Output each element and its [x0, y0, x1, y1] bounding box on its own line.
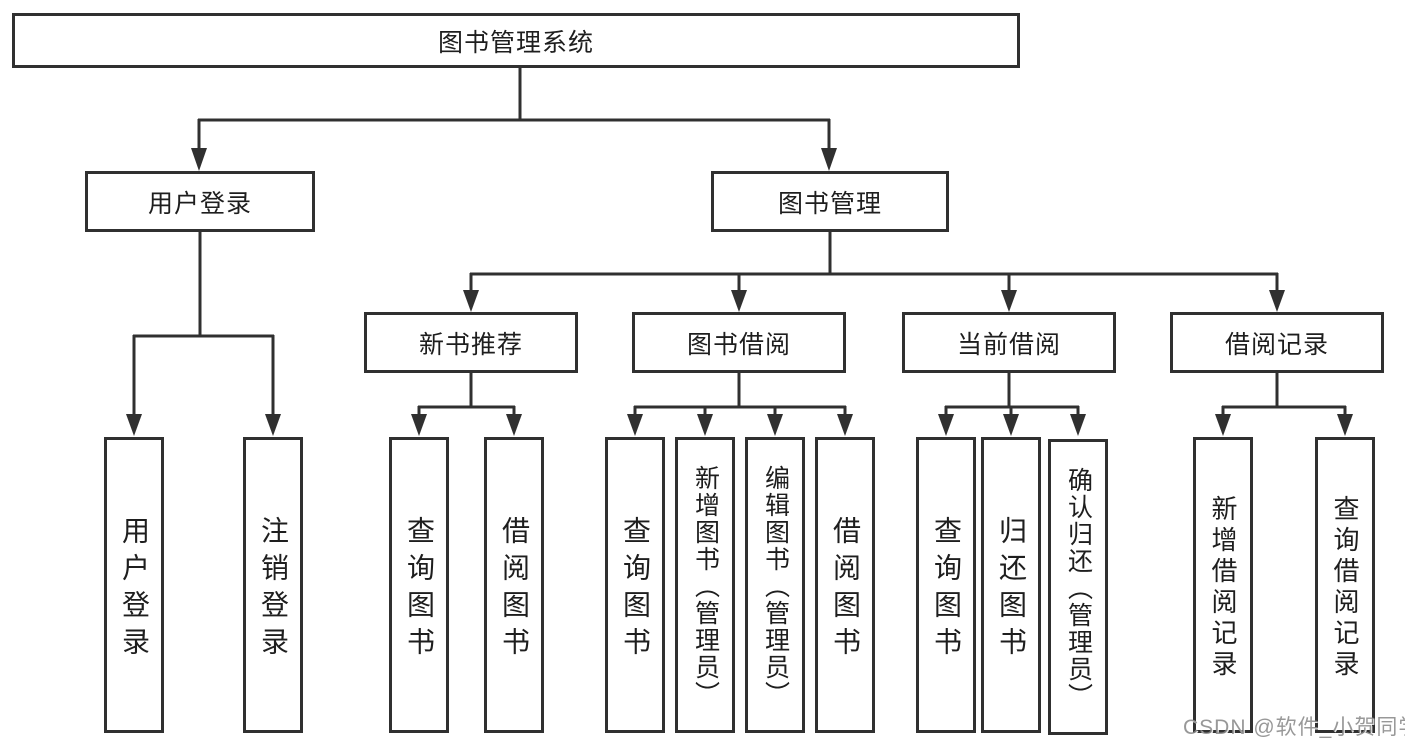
leaf-add-books-admin: 新增图书（管理员） — [675, 437, 735, 733]
node-label: 查询图书 — [931, 515, 962, 664]
connector-root-to-level2 — [191, 66, 837, 171]
node-label: 借阅图书 — [830, 515, 861, 664]
node-current-borrow: 当前借阅 — [902, 312, 1116, 373]
connector-new-book-branch — [411, 372, 522, 436]
node-label: 图书借阅 — [686, 330, 791, 359]
node-label: 用户登录 — [147, 189, 252, 218]
leaf-query-borrow-record: 查询借阅记录 — [1315, 437, 1375, 733]
leaf-user-login: 用户登录 — [104, 437, 164, 733]
node-label: 新增图书（管理员） — [691, 464, 720, 708]
node-label: 当前借阅 — [956, 330, 1061, 359]
node-book-borrow: 图书借阅 — [632, 312, 846, 373]
node-label: 新增借阅记录 — [1208, 494, 1238, 681]
leaf-borrow-books-1: 借阅图书 — [484, 437, 544, 733]
leaf-query-books-2: 查询图书 — [605, 437, 665, 733]
node-borrow-record: 借阅记录 — [1170, 312, 1384, 373]
node-label: 借阅图书 — [499, 515, 530, 664]
node-label: 编辑图书（管理员） — [761, 464, 790, 708]
node-label: 查询借阅记录 — [1330, 494, 1360, 681]
node-label: 图书管理系统 — [437, 28, 594, 57]
connector-current-borrow-branch — [938, 372, 1086, 436]
connector-borrow-record-branch — [1215, 372, 1353, 436]
leaf-return-books: 归还图书 — [981, 437, 1041, 733]
leaf-confirm-return-admin: 确认归还（管理员） — [1048, 439, 1108, 735]
leaf-add-borrow-record: 新增借阅记录 — [1193, 437, 1253, 733]
node-label: 查询图书 — [620, 515, 651, 664]
node-label: 用户登录 — [119, 515, 150, 664]
node-label: 新书推荐 — [418, 330, 523, 359]
node-label: 确认归还（管理员） — [1064, 466, 1093, 710]
leaf-borrow-books-2: 借阅图书 — [815, 437, 875, 733]
node-book-management: 图书管理 — [711, 171, 949, 232]
node-label: 归还图书 — [996, 515, 1027, 664]
leaf-logout: 注销登录 — [243, 437, 303, 733]
node-root-system: 图书管理系统 — [12, 13, 1020, 68]
node-new-book-recommend: 新书推荐 — [364, 312, 578, 373]
connector-book-borrow-branch — [627, 372, 853, 436]
leaf-edit-books-admin: 编辑图书（管理员） — [745, 437, 805, 733]
node-label: 注销登录 — [258, 515, 289, 664]
leaf-query-books-3: 查询图书 — [916, 437, 976, 733]
connector-user-login-branch — [126, 230, 281, 436]
node-user-login: 用户登录 — [85, 171, 315, 232]
node-label: 借阅记录 — [1224, 330, 1329, 359]
node-label: 图书管理 — [777, 189, 882, 218]
csdn-watermark: CSDN @软件_小贺同学 — [1183, 716, 1405, 739]
leaf-query-books-1: 查询图书 — [389, 437, 449, 733]
node-label: 查询图书 — [404, 515, 435, 664]
connector-book-management-branch — [463, 230, 1285, 312]
